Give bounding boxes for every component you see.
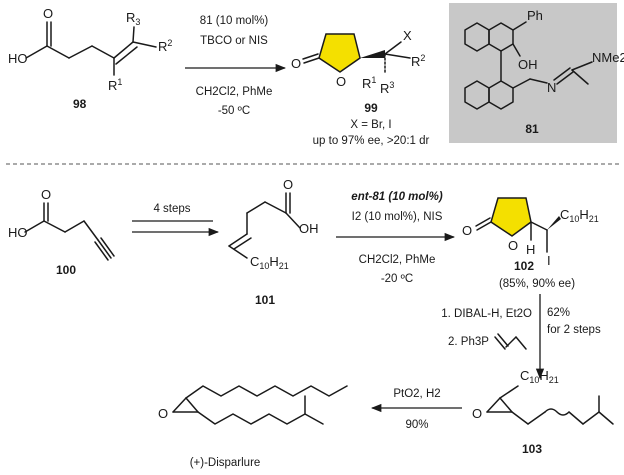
step-4-condition: PtO2, H2: [393, 388, 440, 400]
lactone-99-ring-o: O: [336, 74, 346, 89]
compound-label-99: 99: [364, 101, 378, 115]
compound-102-yield: (85%, 90% ee): [499, 278, 575, 290]
step-3-condition-2: 2. Ph3P: [448, 336, 489, 348]
compound-label-disparlure: (+)-Disparlure: [190, 457, 261, 469]
step-3-condition-1: 1. DIBAL-H, Et2O: [441, 308, 532, 320]
compound-100-hydroxyl: HO: [8, 225, 28, 240]
compound-102-ring-o: O: [508, 238, 518, 253]
catalyst-81-hydroxyl: OH: [518, 57, 538, 72]
top-condition-3: CH2Cl2, PhMe: [196, 86, 273, 98]
step-2-condition-4: -20 ºC: [381, 273, 413, 285]
lactone-99: [302, 33, 411, 75]
compound-label-103: 103: [522, 442, 542, 456]
catalyst-81-phenyl: Ph: [527, 8, 543, 23]
substrate-98-r3: R3: [126, 10, 140, 27]
catalyst-81-structure: [464, 21, 593, 110]
compound-101-hydroxyl: OH: [299, 221, 319, 236]
compound-label-102: 102: [514, 259, 534, 273]
compound-102-iodo: I: [547, 253, 551, 268]
substrate-98-hydroxyl: HO: [8, 51, 28, 66]
compound-label-100: 100: [56, 263, 76, 277]
step-2-condition-3: CH2Cl2, PhMe: [359, 254, 436, 266]
lactone-99-r2: R2: [411, 53, 425, 69]
compound-label-98: 98: [73, 97, 87, 111]
top-condition-4: -50 ºC: [218, 105, 250, 117]
alkyne-acid-100: [24, 202, 115, 261]
catalyst-81-box: [449, 3, 617, 143]
compound-102-h: H: [526, 242, 535, 257]
compound-101-chain: C10H21: [250, 254, 289, 271]
lactone-ring-highlight: [318, 33, 361, 73]
step-1-condition: 4 steps: [153, 203, 190, 215]
disparlure-structure: [172, 385, 348, 425]
lactone-99-r3: R3: [380, 80, 394, 96]
compound-102-chain: C10H21: [560, 207, 599, 224]
compound-102-carbonyl-o: O: [462, 223, 472, 238]
compound-label-101: 101: [255, 293, 275, 307]
lactone-99-x: X: [403, 28, 412, 43]
top-condition-1: 81 (10 mol%): [200, 15, 269, 27]
step-4-yield: 90%: [405, 419, 428, 431]
catalyst-81-imine-n: N: [547, 80, 556, 95]
lactone-ring-highlight-102: [490, 197, 532, 237]
compound-103-epoxide-o: O: [472, 406, 482, 421]
substrate-98-r1: R1: [108, 77, 122, 93]
top-condition-2: TBCO or NIS: [200, 35, 268, 47]
substrate-98: [25, 21, 157, 76]
product-99-note-1: X = Br, I: [350, 119, 391, 131]
lactone-99-r1: R1: [362, 75, 376, 91]
product-99-note-2: up to 97% ee, >20:1 dr: [313, 135, 430, 147]
compound-101-carbonyl-o: O: [283, 177, 293, 192]
step-2-condition-2: I2 (10 mol%), NIS: [352, 211, 443, 223]
step-3-yield-note: for 2 steps: [547, 324, 601, 336]
substrate-98-r2: R2: [158, 38, 172, 54]
substrate-98-carbonyl-o: O: [43, 6, 53, 21]
epoxide-alkene-103: [486, 385, 614, 425]
compound-label-81: 81: [525, 122, 539, 136]
step-2-condition-1: ent-81 (10 mol%): [351, 191, 443, 203]
step-3-yield: 62%: [547, 307, 570, 319]
iodolactone-102: [475, 197, 561, 253]
alkenoic-acid-101: [228, 192, 301, 259]
disparlure-epoxide-o: O: [158, 406, 168, 421]
lactone-99-carbonyl-o: O: [291, 56, 301, 71]
compound-100-carbonyl-o: O: [41, 187, 51, 202]
ylide-fragment: [494, 333, 527, 350]
compound-103-chain: C10H21: [520, 368, 559, 385]
catalyst-81-dimethylamino: NMe2: [592, 50, 624, 65]
